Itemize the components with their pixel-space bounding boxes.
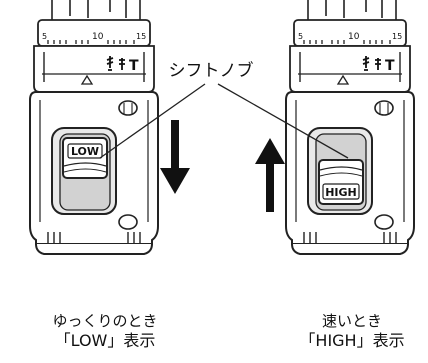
drill-left: 5 10 15 T LOW bbox=[29, 0, 159, 255]
indicator-triangle bbox=[336, 74, 350, 85]
caption-left: ゆっくりのとき 「LOW」表示 bbox=[40, 312, 170, 351]
clutch-icons-right: T bbox=[362, 56, 395, 74]
caption-right: 速いとき 「HIGH」表示 bbox=[282, 312, 422, 351]
clutch-icons-left: T bbox=[106, 56, 139, 74]
drill-bit-icon bbox=[362, 56, 370, 71]
shift-switch-left: LOW bbox=[62, 137, 108, 179]
switch-label-high: HIGH bbox=[325, 186, 357, 199]
screw-icon bbox=[119, 58, 125, 70]
scale-tick-10: 10 bbox=[348, 32, 360, 42]
caption-left-line1: ゆっくりのとき bbox=[52, 312, 158, 330]
indicator-triangle bbox=[80, 74, 94, 85]
caption-right-line1: 速いとき bbox=[321, 312, 382, 330]
shift-knob-callout-label: シフトノブ bbox=[169, 60, 254, 81]
scale-ring-left: 5 10 15 bbox=[42, 32, 146, 44]
caption-right-line2: 「HIGH」表示 bbox=[299, 330, 405, 350]
torque-icon: T bbox=[385, 58, 395, 74]
scale-tick-5: 5 bbox=[298, 32, 303, 41]
screw-icon bbox=[375, 58, 381, 70]
scale-tick-5: 5 bbox=[42, 32, 47, 41]
scale-ring-right: 5 10 15 bbox=[298, 32, 402, 44]
scale-tick-15: 15 bbox=[392, 32, 402, 41]
callout-leader-lines bbox=[99, 83, 349, 159]
drill-right: 5 10 15 T HIGH bbox=[285, 0, 415, 255]
switch-label-low: LOW bbox=[71, 145, 99, 158]
up-arrow-icon bbox=[255, 138, 285, 212]
drill-bit-icon bbox=[106, 56, 114, 71]
scale-tick-10: 10 bbox=[92, 32, 104, 42]
shift-switch-right: HIGH bbox=[318, 159, 364, 205]
down-arrow-icon bbox=[160, 120, 190, 194]
scale-tick-15: 15 bbox=[136, 32, 146, 41]
torque-icon: T bbox=[129, 58, 139, 74]
caption-left-line2: 「LOW」表示 bbox=[54, 330, 156, 350]
